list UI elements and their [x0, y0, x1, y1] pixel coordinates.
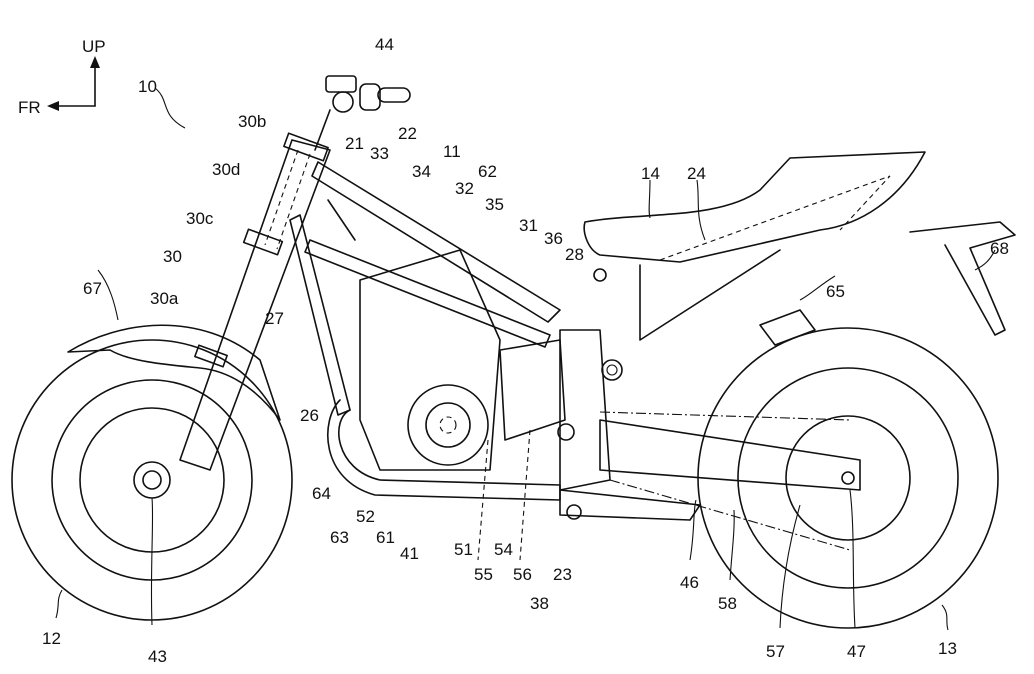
reference-numeral-55: 55	[474, 565, 493, 584]
reference-numeral-30c: 30c	[186, 209, 214, 228]
reference-numeral-26: 26	[300, 406, 319, 425]
front-direction-label: FR	[18, 98, 41, 117]
front-fender	[67, 324, 281, 421]
reference-numeral-51: 51	[454, 540, 473, 559]
reference-numeral-30d: 30d	[212, 160, 241, 179]
reference-numeral-63: 63	[330, 528, 349, 547]
front-fork	[179, 132, 331, 471]
reference-numeral-21: 21	[345, 134, 364, 153]
reference-numeral-24: 24	[687, 164, 706, 183]
reference-numeral-28: 28	[565, 245, 584, 264]
orientation-arrows-icon	[47, 56, 100, 111]
reference-numeral-67: 67	[83, 279, 102, 298]
reference-numeral-46: 46	[680, 573, 699, 592]
reference-numeral-44: 44	[375, 35, 394, 54]
reference-numeral-52: 52	[356, 507, 375, 526]
reference-numeral-41: 41	[400, 544, 419, 563]
rear-wheel	[697, 309, 999, 629]
reference-numeral-56: 56	[513, 565, 532, 584]
reference-numeral-43: 43	[148, 647, 167, 666]
reference-numeral-54: 54	[494, 540, 513, 559]
leader-10	[154, 87, 186, 129]
reference-numeral-35: 35	[485, 195, 504, 214]
reference-numeral-36: 36	[544, 229, 563, 248]
handlebar-assembly	[314, 75, 411, 151]
reference-numeral-10: 10	[138, 77, 157, 96]
reference-numeral-62: 62	[478, 162, 497, 181]
reference-numeral-30b: 30b	[238, 112, 267, 131]
reference-numeral-57: 57	[766, 642, 785, 661]
reference-numeral-61: 61	[376, 528, 395, 547]
reference-numeral-22: 22	[398, 124, 417, 143]
swing-arm	[559, 411, 861, 551]
reference-numeral-11: 11	[443, 142, 461, 161]
reference-numeral-58: 58	[718, 594, 737, 613]
reference-numeral-64: 64	[312, 484, 331, 503]
engine	[359, 249, 623, 561]
reference-numeral-33: 33	[370, 144, 389, 163]
reference-numeral-30a: 30a	[150, 289, 179, 308]
reference-numeral-13: 13	[938, 639, 957, 658]
main-frame	[289, 161, 611, 501]
reference-numeral-12: 12	[42, 629, 61, 648]
reference-numeral-31: 31	[519, 216, 538, 235]
reference-numeral-38: 38	[530, 594, 549, 613]
reference-numeral-34: 34	[412, 162, 431, 181]
reference-numeral-23: 23	[553, 565, 572, 584]
reference-numeral-32: 32	[455, 179, 474, 198]
reference-numeral-65: 65	[826, 282, 845, 301]
seat-and-tail	[583, 151, 1016, 341]
reference-numeral-68: 68	[990, 239, 1009, 258]
reference-numeral-27: 27	[265, 309, 284, 328]
reference-numeral-47: 47	[847, 642, 866, 661]
reference-numeral-30: 30	[163, 247, 182, 266]
reference-numeral-14: 14	[641, 164, 660, 183]
up-direction-label: UP	[82, 37, 106, 56]
leader-lines	[55, 179, 996, 631]
